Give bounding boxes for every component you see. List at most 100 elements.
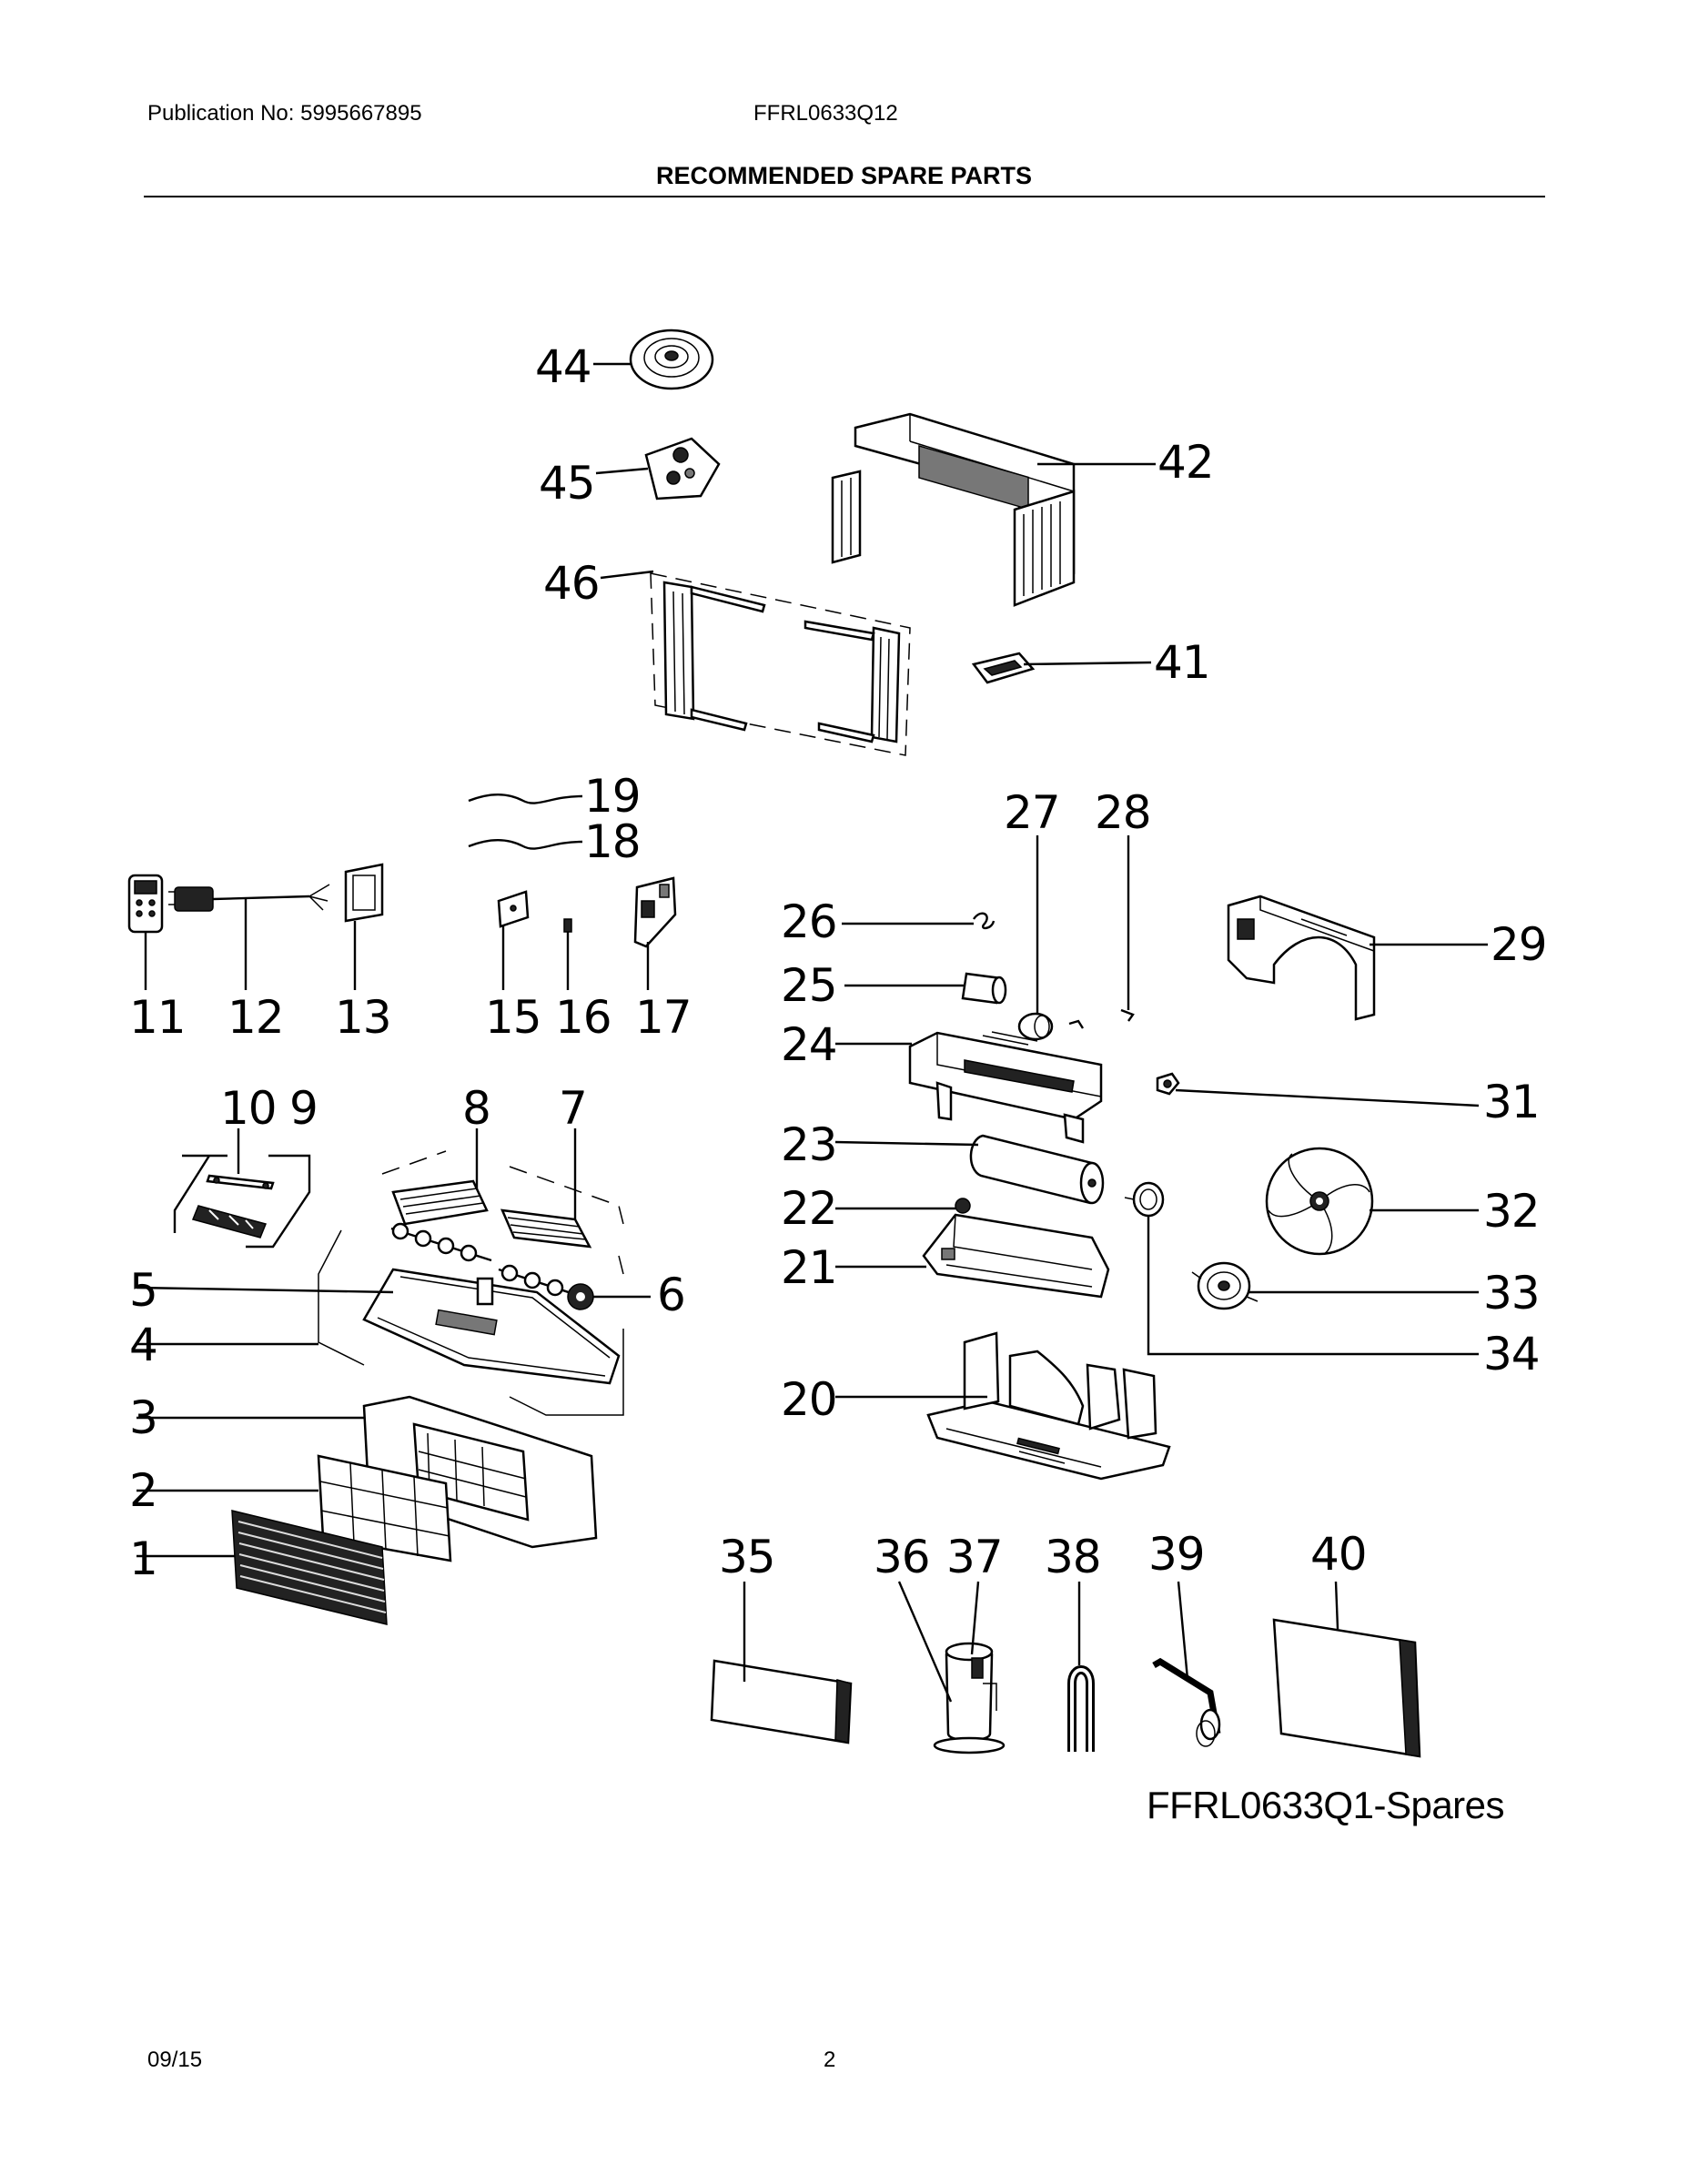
model-number: FFRL0633Q12	[753, 101, 898, 126]
label-26: 26	[781, 895, 837, 948]
label-31: 31	[1483, 1076, 1540, 1128]
label-5: 5	[129, 1264, 157, 1317]
leader-9	[246, 1154, 311, 1249]
label-24: 24	[781, 1018, 837, 1071]
label-40: 40	[1310, 1528, 1367, 1581]
part-13-control-box	[344, 863, 384, 923]
part-40-condenser-coil	[1272, 1618, 1421, 1758]
footer-date: 09/15	[147, 2048, 203, 2072]
part-28-clip-a	[1068, 1019, 1085, 1029]
part-38-capillary-tube	[1067, 1665, 1095, 1752]
label-9: 9	[289, 1082, 318, 1135]
label-1: 1	[129, 1532, 157, 1585]
label-32: 32	[1483, 1185, 1540, 1238]
label-8: 8	[462, 1082, 490, 1135]
part-26-clip	[973, 912, 996, 930]
part-6-drive-gear	[567, 1283, 594, 1310]
label-25: 25	[781, 959, 837, 1012]
part-15-sensor-board	[497, 890, 530, 928]
label-6: 6	[657, 1269, 685, 1321]
label-28: 28	[1095, 786, 1151, 839]
leader-31	[1175, 1088, 1480, 1107]
label-39: 39	[1148, 1528, 1205, 1581]
part-33-fan-motor	[1191, 1261, 1258, 1310]
leader-45	[595, 467, 649, 475]
part-12-power-cord	[168, 884, 330, 912]
part-16-thermistor	[563, 918, 572, 933]
part-10-display-board	[206, 1174, 275, 1190]
label-3: 3	[129, 1391, 157, 1444]
part-5-front-panel	[362, 1268, 621, 1385]
label-15: 15	[485, 991, 541, 1044]
header-rule	[144, 196, 1545, 197]
label-23: 23	[781, 1118, 837, 1171]
part-25-sleeve	[961, 972, 1007, 1005]
label-22: 22	[781, 1182, 837, 1235]
leader-23	[834, 1140, 979, 1147]
label-35: 35	[719, 1531, 775, 1583]
label-20: 20	[781, 1373, 837, 1426]
leader-34	[1147, 1216, 1479, 1356]
part-44-tape-roll	[629, 329, 714, 390]
label-21: 21	[781, 1241, 837, 1294]
part-46-side-curtains	[650, 572, 911, 756]
part-8-louver-assembly	[391, 1179, 489, 1226]
part-23-blower-wheel	[969, 1134, 1105, 1205]
label-7: 7	[559, 1082, 587, 1135]
part-34-blower-motor	[1124, 1181, 1165, 1218]
label-18: 18	[584, 815, 641, 868]
label-27: 27	[1004, 786, 1060, 839]
part-17-switch	[633, 876, 677, 948]
leader-41	[1023, 661, 1152, 666]
label-34: 34	[1483, 1328, 1540, 1380]
label-17: 17	[635, 991, 692, 1044]
label-33: 33	[1483, 1267, 1540, 1320]
label-46: 46	[543, 557, 600, 610]
leader-37	[970, 1581, 980, 1655]
leader-46	[600, 570, 654, 580]
label-29: 29	[1491, 918, 1547, 971]
label-13: 13	[335, 991, 391, 1044]
part-36-compressor	[933, 1642, 1006, 1754]
part-11-remote-control	[127, 874, 164, 934]
label-36: 36	[874, 1531, 930, 1583]
label-42: 42	[1157, 436, 1214, 489]
footer-page-number: 2	[824, 2048, 836, 2072]
leader-39	[1177, 1581, 1189, 1680]
part-21-blower-housing	[922, 1213, 1110, 1299]
part-28-clip-b	[1120, 1008, 1135, 1022]
publication-number: Publication No: 5995667895	[147, 101, 422, 126]
part-39-tube-assembly	[1152, 1657, 1221, 1747]
leader-5	[136, 1286, 394, 1294]
label-12: 12	[227, 991, 284, 1044]
bracket-10	[173, 1154, 227, 1233]
part-41-bracket	[971, 652, 1036, 684]
part-1-front-grille	[231, 1510, 388, 1625]
label-2: 2	[129, 1464, 157, 1517]
dash-group-7-8	[381, 1150, 624, 1225]
bracket-4-right	[509, 1255, 624, 1416]
part-20-base-pan	[926, 1331, 1171, 1481]
part-19-wire	[468, 794, 583, 804]
label-41: 41	[1154, 636, 1210, 689]
leader-40	[1334, 1581, 1339, 1630]
part-7-louver-assembly	[500, 1208, 592, 1249]
label-45: 45	[539, 457, 595, 510]
part-louver-shaft	[390, 1222, 583, 1299]
label-11: 11	[129, 991, 186, 1044]
label-19: 19	[584, 770, 641, 823]
label-10: 10	[220, 1082, 277, 1135]
part-45-hardware-kit	[644, 437, 721, 500]
part-29-fan-shroud	[1227, 895, 1376, 1021]
leader-36	[897, 1581, 953, 1703]
bracket-4	[318, 1229, 365, 1366]
label-16: 16	[555, 991, 612, 1044]
label-44: 44	[535, 340, 591, 393]
page-title: RECOMMENDED SPARE PARTS	[655, 162, 1033, 189]
part-27-bushing	[1017, 1012, 1054, 1041]
part-18-wire	[468, 839, 583, 850]
label-38: 38	[1045, 1531, 1101, 1583]
label-4: 4	[129, 1319, 157, 1371]
